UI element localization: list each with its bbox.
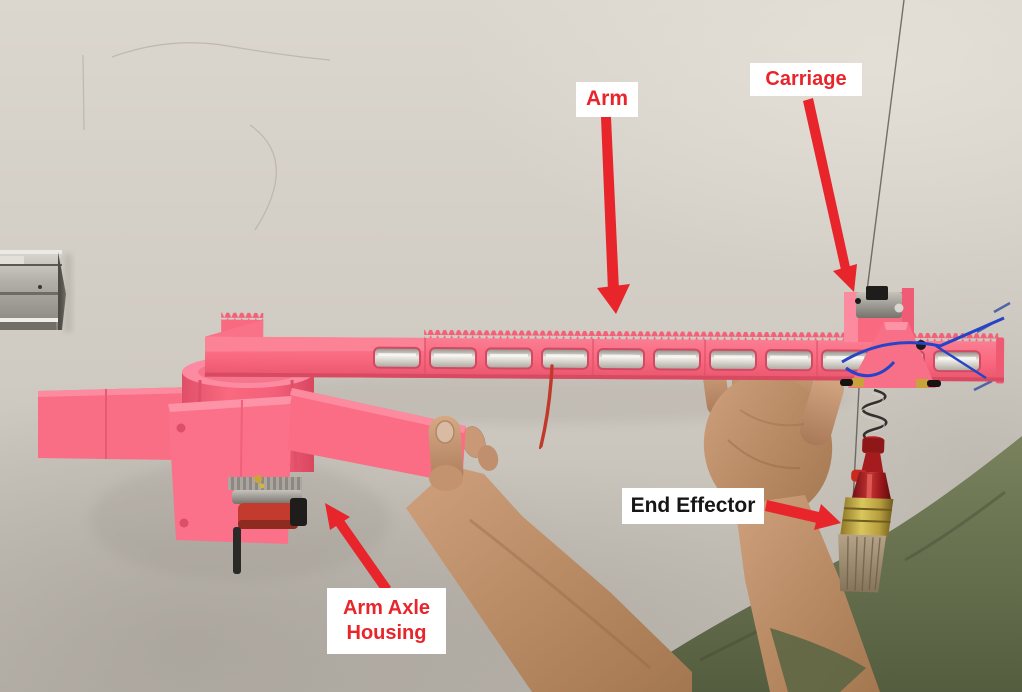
end-effector-label-text: End Effector (630, 493, 756, 517)
carriage-motor (855, 286, 904, 318)
arm-axle-housing-label: Arm Axle Housing (327, 588, 446, 654)
arm-label-text: Arm (585, 87, 628, 111)
carriage-assembly (840, 286, 1005, 388)
marker-tray (0, 250, 72, 332)
spring (860, 388, 888, 444)
annotation-arrows (325, 98, 857, 593)
arm-arrow (597, 117, 630, 314)
left-hand (406, 426, 692, 692)
housing-arrow (325, 503, 391, 593)
arm-axle-housing-label-text: Arm Axle Housing (342, 597, 431, 644)
carriage-label-text: Carriage (765, 68, 847, 90)
right-hand (701, 347, 880, 692)
carriage-arrow (803, 98, 857, 292)
blue-zip-ties (841, 316, 1005, 380)
carriage-label: Carriage (750, 63, 862, 96)
axle-drive-motor (228, 475, 307, 574)
marker-scribbles (82, 42, 331, 231)
arm-label: Arm (576, 82, 638, 117)
red-zip-tie (538, 364, 554, 450)
end-effector-arrow (765, 500, 841, 530)
end-effector-brush (838, 436, 894, 593)
carriage-pegs (840, 378, 941, 388)
arm-axle-housing-assembly (38, 344, 466, 574)
end-effector-label: End Effector (622, 488, 764, 524)
left-thumb (428, 415, 464, 491)
